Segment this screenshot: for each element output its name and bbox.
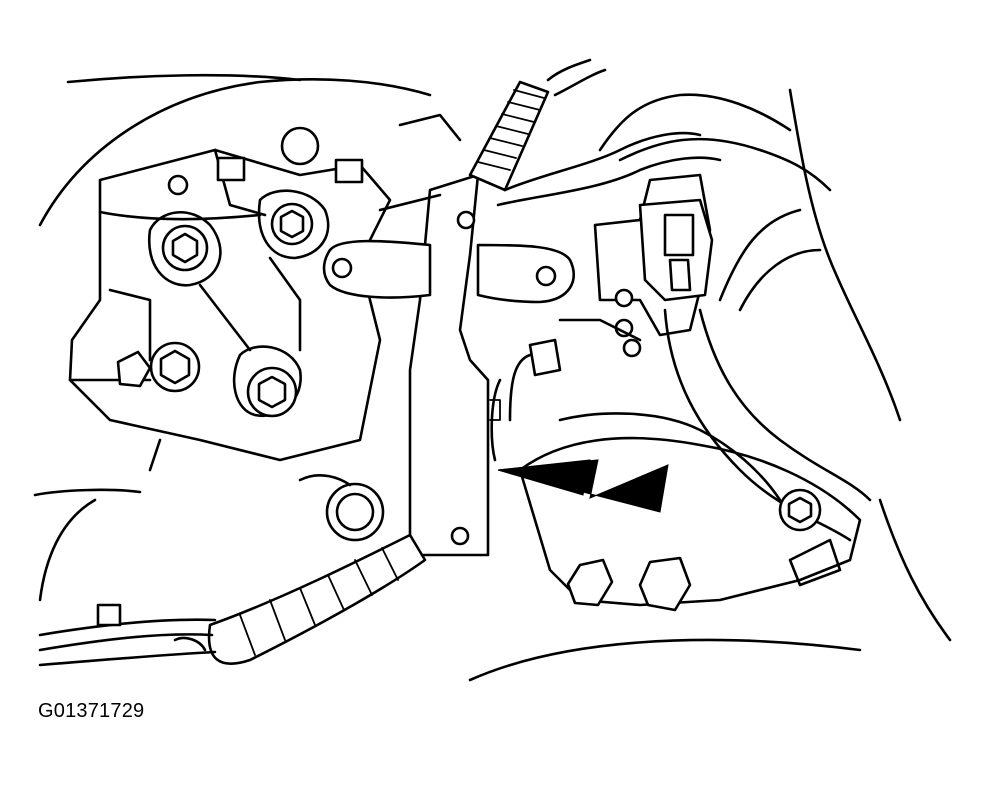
horizontal-strap [322,239,576,304]
lower-housing [518,436,862,612]
mounting-bracket-arm [408,173,490,557]
round-stud [298,474,385,542]
bolt-heads-left [116,126,364,418]
wrapped-wire-harness [38,533,427,667]
small-fitting [489,338,562,462]
corrugated-hose-top [468,58,607,192]
pointer-arrow-icon [497,459,669,513]
wire-harness-upper [98,93,832,221]
sensor-connector [558,173,714,358]
figure-id-label: G01371729 [38,700,145,722]
background-outlines [33,73,952,682]
